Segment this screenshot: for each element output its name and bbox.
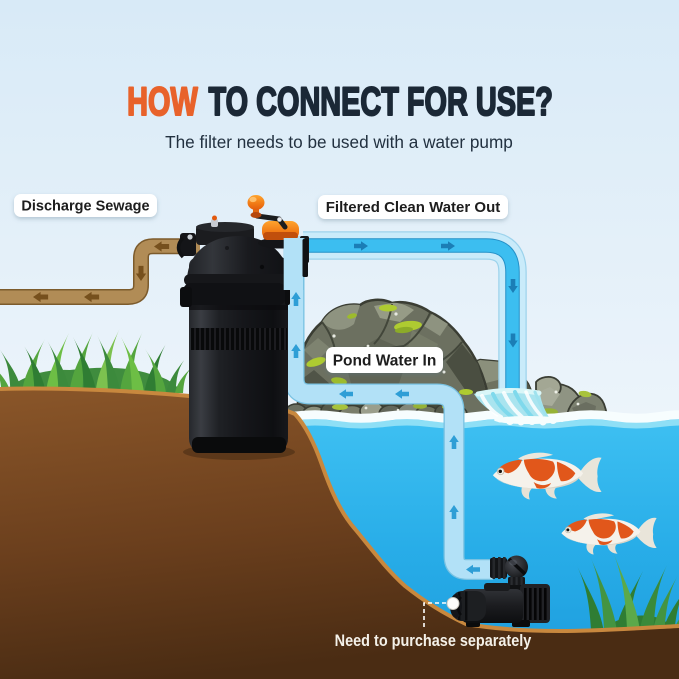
- svg-text:The filter needs to be used wi: The filter needs to be used with a water…: [165, 132, 513, 152]
- svg-text:Filtered Clean Water Out: Filtered Clean Water Out: [326, 199, 500, 216]
- svg-text:Pond Water In: Pond Water In: [333, 353, 437, 370]
- svg-text:Need to purchase separately: Need to purchase separately: [335, 632, 532, 650]
- svg-text:Discharge Sewage: Discharge Sewage: [21, 199, 149, 215]
